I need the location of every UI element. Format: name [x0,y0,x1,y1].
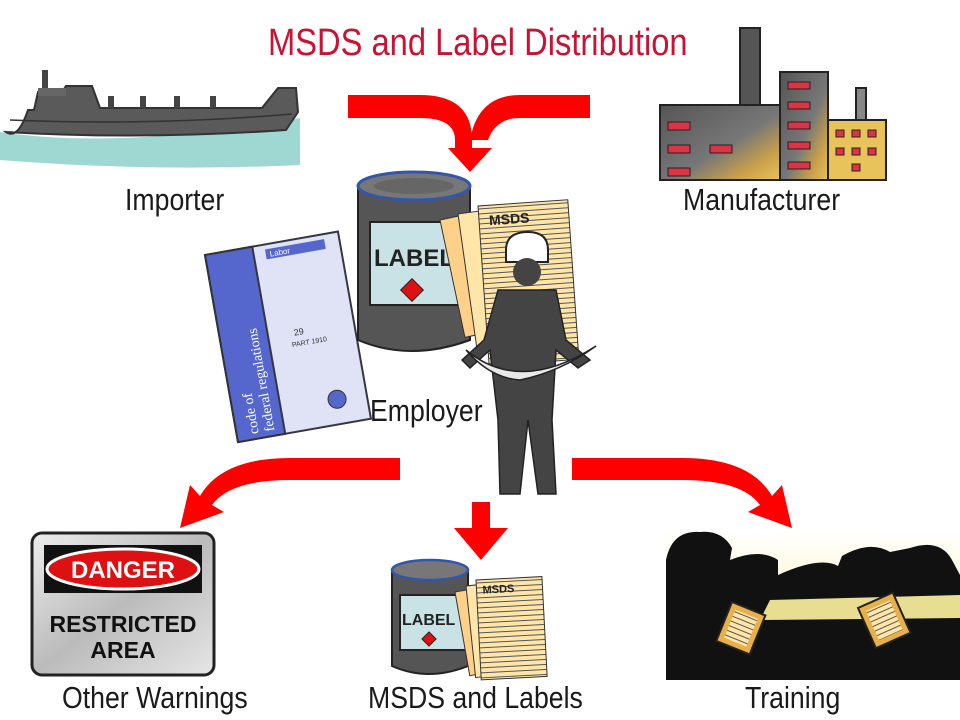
training-scene-icon [666,530,960,680]
danger-sign-icon: DANGER RESTRICTED AREA [30,531,216,677]
svg-text:Labor: Labor [269,246,291,258]
employer-worker-icon [460,230,597,495]
arrow-employer-to-warnings [180,458,400,528]
diagram-title: MSDS and Label Distribution [268,22,688,64]
arrow-employer-to-training [572,458,792,528]
node-label-employer: Employer [370,393,483,428]
svg-text:29: 29 [293,326,305,338]
svg-text:LABEL: LABEL [402,612,456,629]
small-can-icon: LABEL [390,558,470,675]
svg-text:DANGER: DANGER [71,557,175,584]
svg-text:LABEL: LABEL [374,245,454,272]
svg-text:MSDS: MSDS [482,583,514,597]
ship-icon [0,70,300,168]
node-label-msds-labels: MSDS and Labels [368,680,583,715]
node-label-importer: Importer [125,182,225,217]
arrow-importer-to-employer [348,95,492,172]
svg-text:MSDS: MSDS [488,209,529,228]
svg-text:RESTRICTED: RESTRICTED [50,611,197,637]
cfr-book-icon: Labor 29 PART 1910 code of federal regul… [203,230,373,444]
svg-text:AREA: AREA [90,637,155,663]
node-label-other-warnings: Other Warnings [62,680,248,715]
factory-icon [659,27,887,181]
arrow-employer-to-msds-labels [454,502,508,560]
small-msds-documents-icon: MSDS [454,576,548,681]
svg-text:code of: code of [241,391,263,435]
node-label-training: Training [745,680,841,715]
arrow-manufacturer-to-employer [470,95,590,140]
node-label-manufacturer: Manufacturer [683,182,841,217]
